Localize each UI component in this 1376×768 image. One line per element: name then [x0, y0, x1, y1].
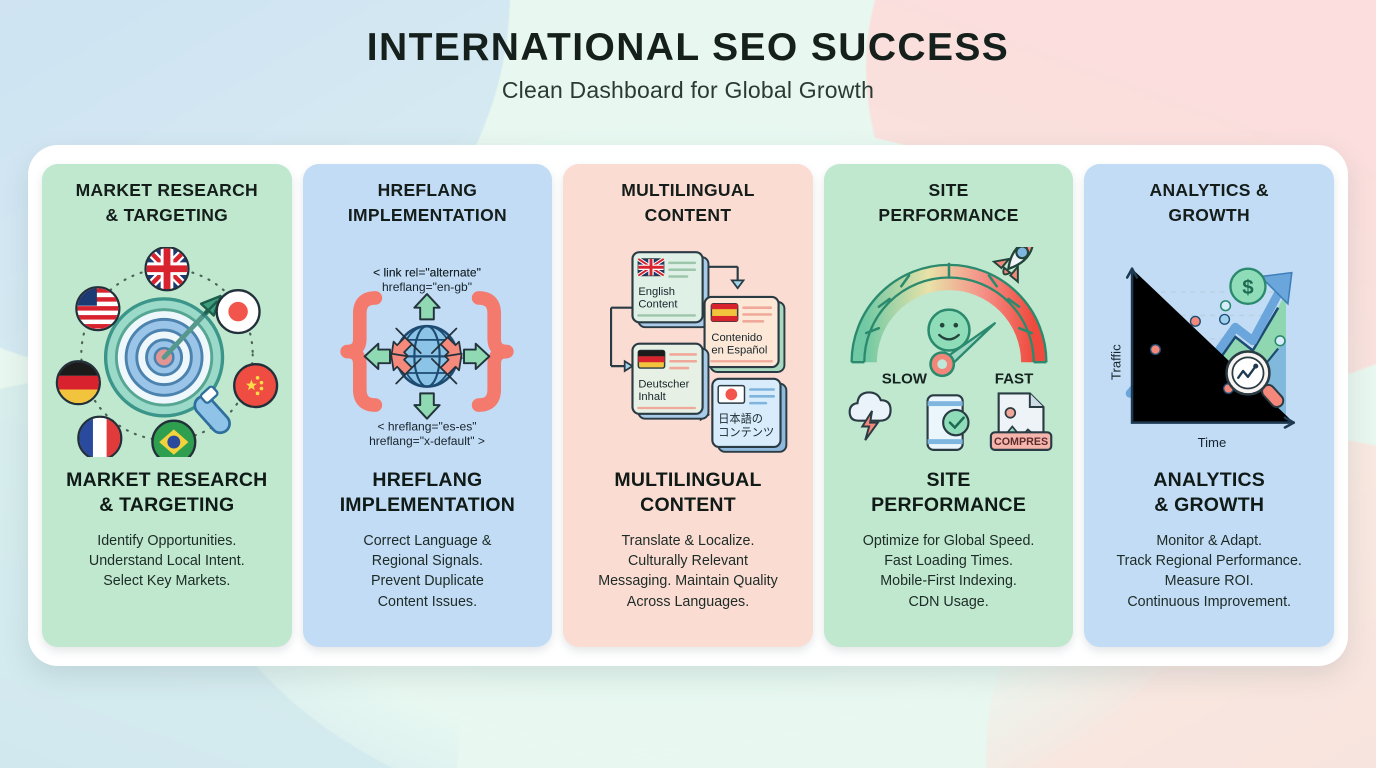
card-description: Translate & Localize.Culturally Relevant…: [598, 532, 778, 610]
curly-brace-right-icon: [472, 290, 515, 412]
arrow-icon: [161, 294, 222, 360]
card-analytics-growth[interactable]: ANALYTICS &GROWTH: [1084, 164, 1334, 647]
svg-text:en Español: en Español: [711, 344, 767, 356]
rocket-icon: [991, 246, 1035, 284]
document-card-german: Deutscher Inhalt: [631, 342, 710, 420]
card-title: ANALYTICS& GROWTH: [1153, 468, 1265, 516]
speed-gauge-illustration: SLOW FAST: [832, 238, 1066, 466]
image-compress-icon: COMPRES: [989, 392, 1052, 451]
svg-text:English: English: [638, 286, 675, 298]
magnifying-glass-icon: [1225, 349, 1285, 408]
svg-text:日本語の: 日本語の: [718, 411, 763, 425]
compress-badge-label: COMPRES: [994, 436, 1048, 448]
svg-text:Contenido: Contenido: [711, 331, 762, 343]
code-text-top-line1: < link rel="alternate": [373, 265, 481, 279]
card-description: Optimize for Global Speed.Fast Loading T…: [862, 532, 1035, 610]
flag-united-states: [75, 285, 121, 331]
globe-hreflang-svg: < link rel="alternate" < link rel="alter…: [340, 265, 515, 448]
flag-united-kingdom: [144, 246, 190, 292]
gauge-slow-label: SLOW: [881, 370, 927, 387]
speed-gauge-svg: SLOW FAST: [848, 246, 1052, 451]
growth-chart-svg: $: [1109, 267, 1296, 450]
magnifying-glass-icon: [103, 297, 231, 434]
flag-france: [77, 415, 123, 457]
mobile-check-icon: [926, 393, 970, 451]
svg-text:Deutscher: Deutscher: [638, 378, 689, 390]
document-card-english: English Content: [631, 250, 710, 328]
card-description: Correct Language &Regional Signals.Preve…: [363, 532, 492, 610]
translated-documents-illustration: English Content Contenido en Español: [571, 238, 805, 466]
svg-text:< link rel="alternate": < link rel="alternate": [373, 265, 481, 279]
card-header-label: MARKET RESEARCH& TARGETING: [75, 180, 259, 225]
card-description: Identify Opportunities.Understand Local …: [88, 532, 245, 590]
flag-japan: [215, 288, 261, 334]
chart-x-axis-label: Time: [1198, 435, 1227, 450]
gauge-needle: [928, 321, 996, 377]
svg-text:Inhalt: Inhalt: [638, 391, 666, 403]
dashboard-panel: MARKET RESEARCH& TARGETING: [28, 145, 1348, 666]
smiley-face-icon: [926, 308, 971, 352]
translated-documents-svg: English Content Contenido en Español: [609, 250, 788, 453]
svg-text:hreflang="x-default" >: hreflang="x-default" >: [369, 434, 485, 448]
dollar-circle-icon: $: [1229, 267, 1267, 305]
globe-hreflang-illustration: < link rel="alternate" < link rel="alter…: [311, 238, 545, 466]
page-title: INTERNATIONAL SEO SUCCESS: [366, 26, 1010, 69]
growth-chart-illustration: $: [1092, 238, 1326, 466]
svg-text:hreflang="en-gb": hreflang="en-gb": [382, 280, 472, 294]
flag-brazil: [151, 419, 197, 457]
gauge-fast-label: FAST: [994, 370, 1033, 387]
svg-text:< hreflang="es-es": < hreflang="es-es": [378, 419, 477, 433]
flag-germany: [55, 359, 101, 405]
target-with-flags-illustration: [50, 238, 284, 466]
target-with-flags-svg: [55, 246, 279, 457]
document-card-japanese: 日本語の コンテンツ: [711, 377, 788, 453]
card-header-label: ANALYTICS &GROWTH: [1149, 180, 1269, 225]
card-title: MARKET RESEARCH& TARGETING: [66, 468, 268, 516]
flag-china: [232, 362, 279, 408]
curly-brace-left-icon: [340, 290, 383, 412]
gauge-ticks: [864, 262, 1033, 334]
chart-y-axis-label: Traffic: [1109, 344, 1124, 380]
card-market-research[interactable]: MARKET RESEARCH& TARGETING: [42, 164, 292, 647]
card-description: Monitor & Adapt.Track Regional Performan…: [1116, 532, 1302, 610]
cloud-lightning-icon: [848, 391, 892, 441]
page-subtitle: Clean Dashboard for Global Growth: [501, 76, 875, 103]
page-header: INTERNATIONAL SEO SUCCESS Clean Dashboar…: [0, 26, 1376, 104]
svg-text:Content: Content: [638, 298, 678, 310]
eight-arrows-icon: [364, 292, 491, 420]
dollar-symbol: $: [1242, 276, 1254, 299]
svg-text:コンテンツ: コンテンツ: [718, 427, 774, 439]
document-card-spanish: Contenido en Español: [703, 295, 786, 373]
